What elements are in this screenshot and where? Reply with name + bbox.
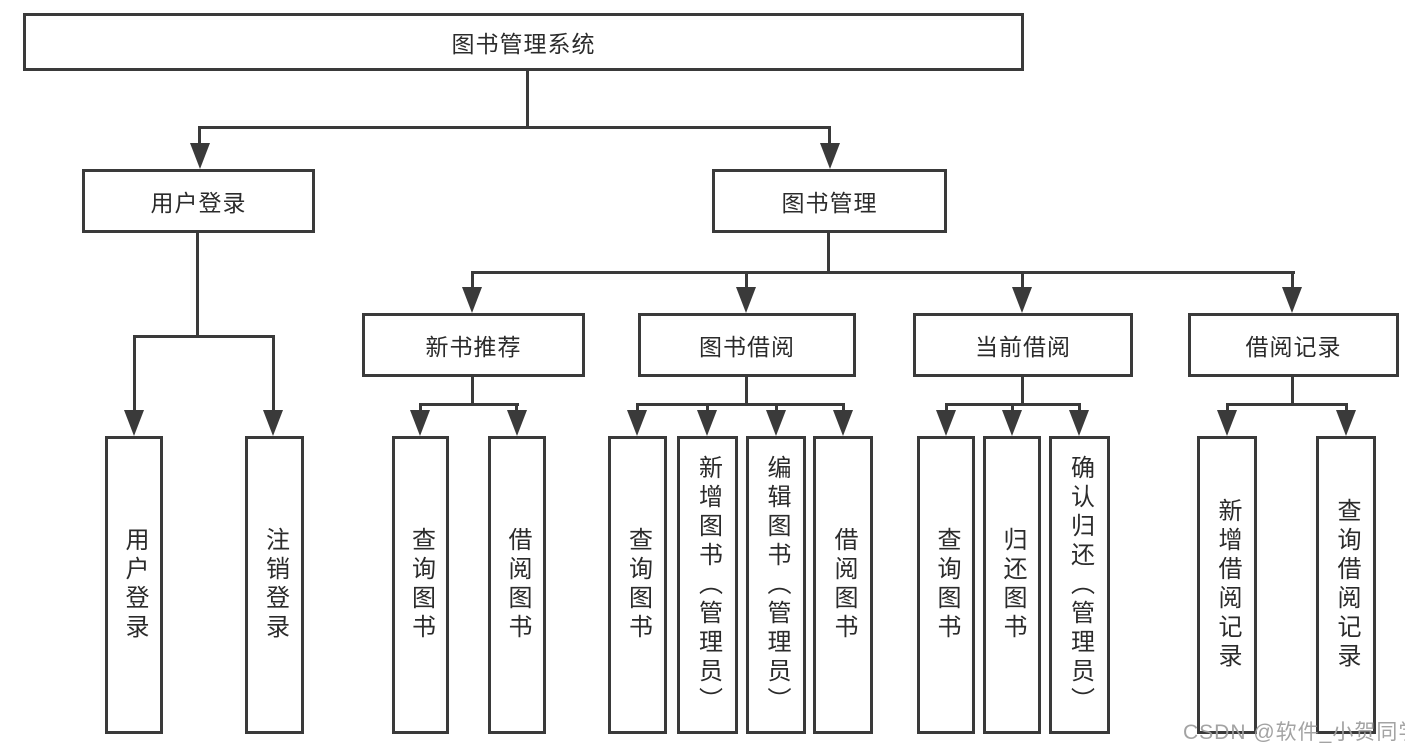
arrow-down-icon xyxy=(410,410,430,436)
node-label: 新书推荐 xyxy=(425,334,522,360)
connector-line xyxy=(1291,271,1294,289)
leaf-label: 借阅图书 xyxy=(504,527,531,643)
leaf-query-borrow-record: 查询借阅记录 xyxy=(1316,436,1376,734)
node-library-management-system: 图书管理系统 xyxy=(23,13,1024,71)
node-borrowing-records: 借阅记录 xyxy=(1188,313,1399,377)
connector-line xyxy=(1226,403,1348,406)
connector-line xyxy=(272,335,275,415)
leaf-borrowing-borrow-book: 借阅图书 xyxy=(813,436,873,734)
connector-line xyxy=(526,70,529,128)
leaf-label: 用户登录 xyxy=(121,527,148,643)
leaf-edit-book-admin: 编辑图书（管理员） xyxy=(746,436,806,734)
leaf-label: 注销登录 xyxy=(261,527,289,643)
node-label: 借阅记录 xyxy=(1245,334,1342,360)
connector-line xyxy=(1011,403,1014,415)
connector-line xyxy=(1078,403,1081,415)
connector-line xyxy=(842,403,845,415)
arrow-down-icon xyxy=(1217,410,1237,436)
leaf-label: 借阅图书 xyxy=(830,527,857,643)
connector-line xyxy=(1291,377,1294,406)
leaf-current-query-book: 查询图书 xyxy=(917,436,975,734)
leaf-label: 查询图书 xyxy=(407,527,435,643)
arrow-down-icon xyxy=(1002,410,1022,436)
node-label: 图书管理系统 xyxy=(451,31,596,57)
node-new-book-recommend: 新书推荐 xyxy=(362,313,585,377)
connector-line xyxy=(471,377,474,406)
leaf-borrowing-query-book: 查询图书 xyxy=(608,436,667,734)
arrow-down-icon xyxy=(833,410,853,436)
node-book-borrowing: 图书借阅 xyxy=(638,313,856,377)
connector-line xyxy=(945,403,948,415)
connector-line xyxy=(1021,271,1024,289)
connector-line xyxy=(827,233,830,274)
leaf-logout: 注销登录 xyxy=(245,436,304,734)
connector-line xyxy=(471,271,1295,274)
connector-line xyxy=(706,403,709,415)
arrow-down-icon xyxy=(1282,287,1302,313)
connector-line xyxy=(828,126,831,148)
connector-line xyxy=(196,233,199,338)
arrow-down-icon xyxy=(190,143,210,169)
connector-line xyxy=(515,403,518,415)
arrow-down-icon xyxy=(263,410,283,436)
arrow-down-icon xyxy=(820,143,840,169)
leaf-user-login: 用户登录 xyxy=(105,436,163,734)
arrow-down-icon xyxy=(766,410,786,436)
connector-line xyxy=(198,126,201,148)
connector-line xyxy=(419,403,422,415)
arrow-down-icon xyxy=(507,410,527,436)
leaf-recommend-query-book: 查询图书 xyxy=(392,436,449,734)
csdn-watermark: CSDN @软件_小贺同学 xyxy=(1183,721,1405,744)
leaf-label: 归还图书 xyxy=(999,527,1026,643)
connector-line xyxy=(198,126,831,129)
connector-line xyxy=(636,403,639,415)
arrow-down-icon xyxy=(697,410,717,436)
leaf-label: 查询图书 xyxy=(933,527,960,643)
leaf-label: 新增图书（管理员） xyxy=(694,454,722,716)
connector-line xyxy=(133,335,275,338)
leaf-label: 编辑图书（管理员） xyxy=(763,454,790,716)
node-current-borrowing: 当前借阅 xyxy=(913,313,1133,377)
connector-line xyxy=(419,403,519,406)
arrow-down-icon xyxy=(124,410,144,436)
arrow-down-icon xyxy=(627,410,647,436)
node-user-login: 用户登录 xyxy=(82,169,315,233)
connector-line xyxy=(775,403,778,415)
leaf-add-book-admin: 新增图书（管理员） xyxy=(677,436,738,734)
connector-line xyxy=(745,271,748,289)
leaf-label: 新增借阅记录 xyxy=(1214,498,1241,672)
connector-line xyxy=(636,403,845,406)
arrow-down-icon xyxy=(1069,410,1089,436)
connector-line xyxy=(471,271,474,289)
connector-line xyxy=(1226,403,1229,415)
node-label: 用户登录 xyxy=(150,190,247,216)
connector-line xyxy=(133,335,136,415)
arrow-down-icon xyxy=(1336,410,1356,436)
connector-line xyxy=(745,377,748,406)
arrow-down-icon xyxy=(936,410,956,436)
leaf-add-borrow-record: 新增借阅记录 xyxy=(1197,436,1257,734)
connector-line xyxy=(1345,403,1348,415)
arrow-down-icon xyxy=(1012,287,1032,313)
node-book-management: 图书管理 xyxy=(712,169,947,233)
node-label: 图书管理 xyxy=(781,190,878,216)
leaf-return-book: 归还图书 xyxy=(983,436,1041,734)
leaf-label: 查询借阅记录 xyxy=(1333,498,1360,672)
node-label: 当前借阅 xyxy=(975,334,1071,360)
arrow-down-icon xyxy=(462,287,482,313)
leaf-label: 查询图书 xyxy=(624,527,652,643)
leaf-confirm-return-admin: 确认归还（管理员） xyxy=(1049,436,1110,734)
leaf-recommend-borrow-book: 借阅图书 xyxy=(488,436,546,734)
node-label: 图书借阅 xyxy=(699,334,795,360)
connector-line xyxy=(1021,377,1024,406)
arrow-down-icon xyxy=(736,287,756,313)
leaf-label: 确认归还（管理员） xyxy=(1066,454,1094,716)
